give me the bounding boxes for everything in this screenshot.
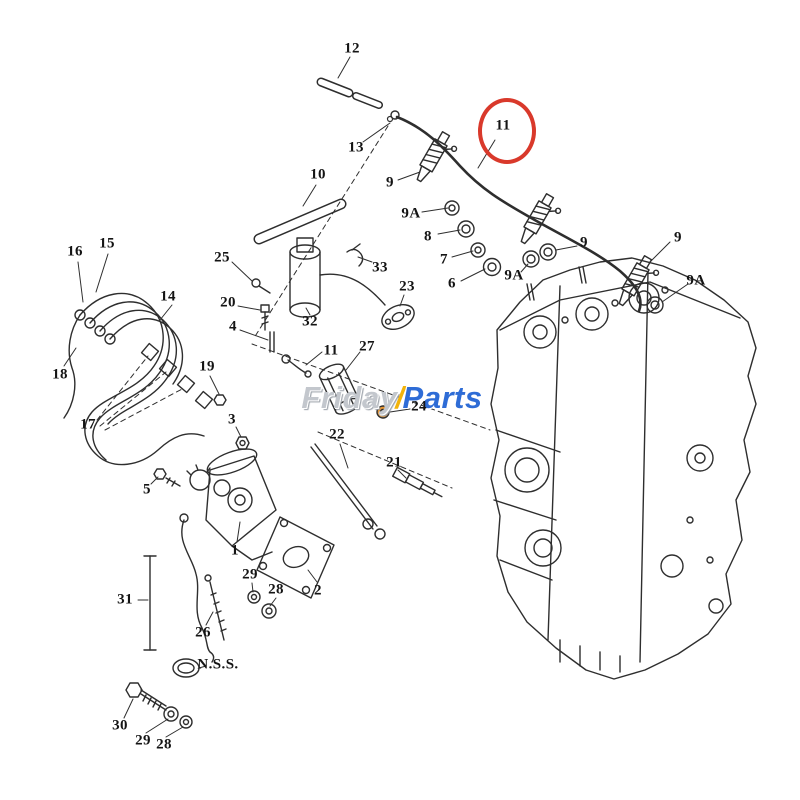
tube-10 [253, 198, 347, 245]
fuel-line-bundle [63, 292, 214, 466]
part-label-19: 19 [199, 358, 215, 375]
injection-pump [153, 448, 277, 561]
part-label-13: 13 [348, 139, 364, 156]
part-label-32: 32 [302, 313, 318, 330]
part-label-27: 27 [359, 338, 375, 355]
part-label-9: 9 [386, 174, 394, 191]
part-label-17: 17 [80, 416, 96, 433]
part-label-6: 6 [448, 275, 456, 292]
part-label-22: 22 [329, 426, 345, 443]
part-label-28: 28 [156, 736, 172, 753]
watermark: Friday/Parts [301, 380, 482, 416]
part-label-1: 1 [231, 542, 239, 559]
part-label-25: 25 [214, 249, 230, 266]
part-label-nss: N.S.S. [197, 656, 239, 673]
glow-plug-21 [391, 466, 443, 498]
part-label-12: 12 [344, 40, 360, 57]
part-label-2: 2 [314, 582, 322, 599]
watermark-word1: Friday [301, 380, 398, 415]
part-label-10: 10 [310, 166, 326, 183]
part-label-29: 29 [135, 732, 151, 749]
filter-assembly [289, 237, 386, 318]
part-label-9: 9 [580, 234, 588, 251]
filter-element-27 [318, 363, 361, 415]
part-label-28: 28 [268, 581, 284, 598]
part-label-30: 30 [112, 717, 128, 734]
washers-mid [247, 590, 277, 619]
part-label-9a: 9A [401, 205, 421, 222]
part-label-9a: 9A [686, 272, 706, 289]
part-label-15: 15 [99, 235, 115, 252]
part-label-24: 24 [411, 398, 427, 415]
part-label-18: 18 [52, 366, 68, 383]
mounting-plate-2 [256, 516, 335, 599]
part-label-16: 16 [67, 243, 83, 260]
watermark-word2: Parts [402, 380, 483, 415]
tube-12 [316, 77, 383, 109]
leak-off-pipe [386, 110, 642, 313]
small-hardware [213, 278, 390, 450]
leader-lines [63, 56, 689, 738]
part-label-26: 26 [195, 624, 211, 641]
part-label-8: 8 [424, 228, 432, 245]
bolt-30-group [125, 682, 193, 729]
cable-31 [143, 513, 215, 663]
part-label-21: 21 [386, 454, 402, 471]
part-label-29: 29 [242, 566, 258, 583]
highlight-circle [478, 98, 536, 164]
rod-22 [310, 443, 386, 540]
injector-seals [444, 200, 664, 314]
part-label-5: 5 [143, 481, 151, 498]
engine-block [490, 257, 757, 680]
part-label-9a: 9A [504, 267, 524, 284]
part-label-20: 20 [220, 294, 236, 311]
part-label-33: 33 [372, 259, 388, 276]
part-label-14: 14 [160, 288, 176, 305]
flange-23 [381, 304, 415, 330]
part-label-9: 9 [674, 229, 682, 246]
part-label-3: 3 [228, 411, 236, 428]
rod-26 [204, 574, 227, 641]
nss-part [172, 658, 200, 678]
part-label-31: 31 [117, 591, 133, 608]
part-label-4: 4 [229, 318, 237, 335]
watermark-slash-icon: / [395, 380, 405, 415]
dashed-lines [96, 125, 491, 489]
part-label-11: 11 [323, 342, 339, 359]
part-label-7: 7 [440, 251, 448, 268]
part-label-23: 23 [399, 278, 415, 295]
